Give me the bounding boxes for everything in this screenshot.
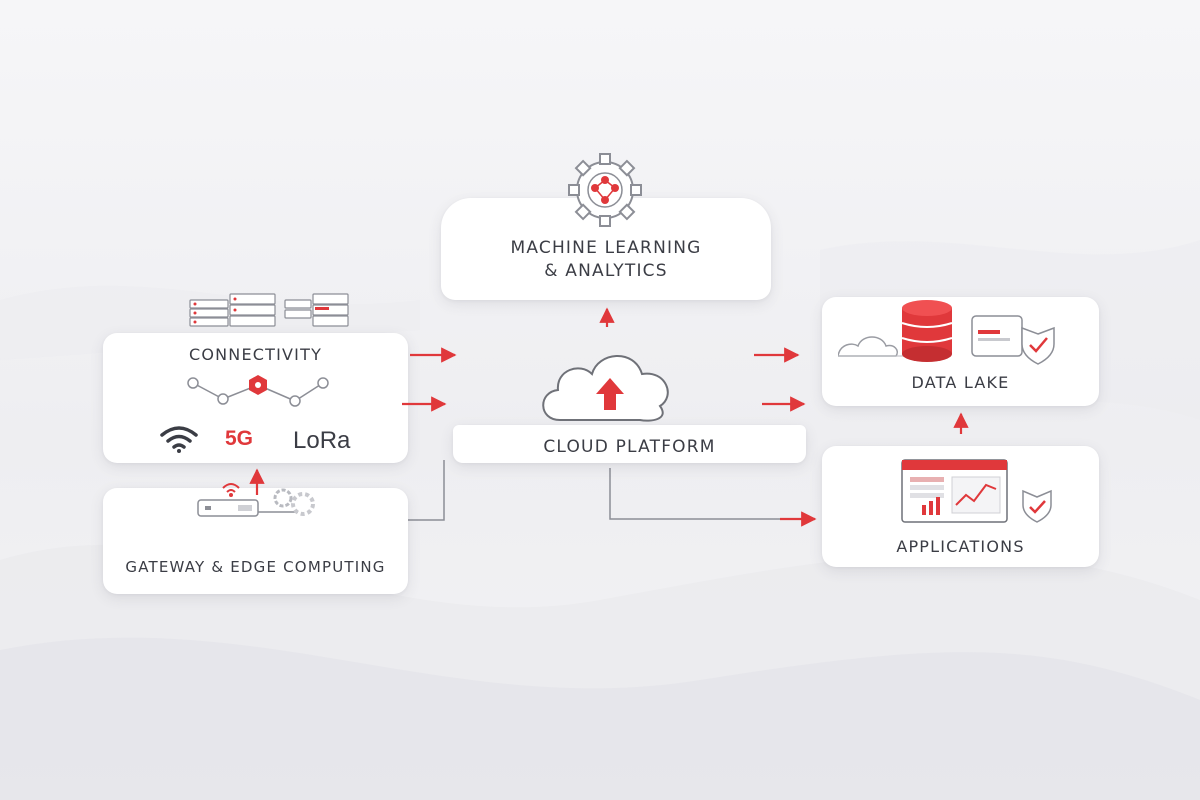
applications-label: APPLICATIONS <box>896 537 1025 556</box>
dashboard-icon <box>901 459 1052 523</box>
gear-network-icon <box>568 153 642 227</box>
wifi-icon <box>160 426 198 453</box>
cloud-platform-card[interactable]: CLOUD PLATFORM <box>453 425 806 463</box>
gateway-card[interactable]: GATEWAY & EDGE COMPUTING <box>103 483 408 594</box>
database-icon <box>838 300 1055 365</box>
5g-label: 5G <box>225 427 254 450</box>
server-racks-icon <box>189 293 349 327</box>
cloud-platform-label: CLOUD PLATFORM <box>543 437 716 457</box>
data-lake-label: DATA LAKE <box>911 373 1010 392</box>
connectivity-label: CONNECTIVITY <box>188 345 323 364</box>
connectivity-card[interactable]: CONNECTIVITY 5G LoRa <box>103 333 408 463</box>
ml-label-line2: & ANALYTICS <box>544 261 668 281</box>
lora-label: LoRa <box>293 427 351 454</box>
network-nodes-icon <box>187 375 329 407</box>
ml-label-line1: MACHINE LEARNING <box>510 238 702 258</box>
router-icon <box>197 483 315 517</box>
gateway-label: GATEWAY & EDGE COMPUTING <box>125 558 386 576</box>
cloud-upload-icon <box>542 355 669 422</box>
